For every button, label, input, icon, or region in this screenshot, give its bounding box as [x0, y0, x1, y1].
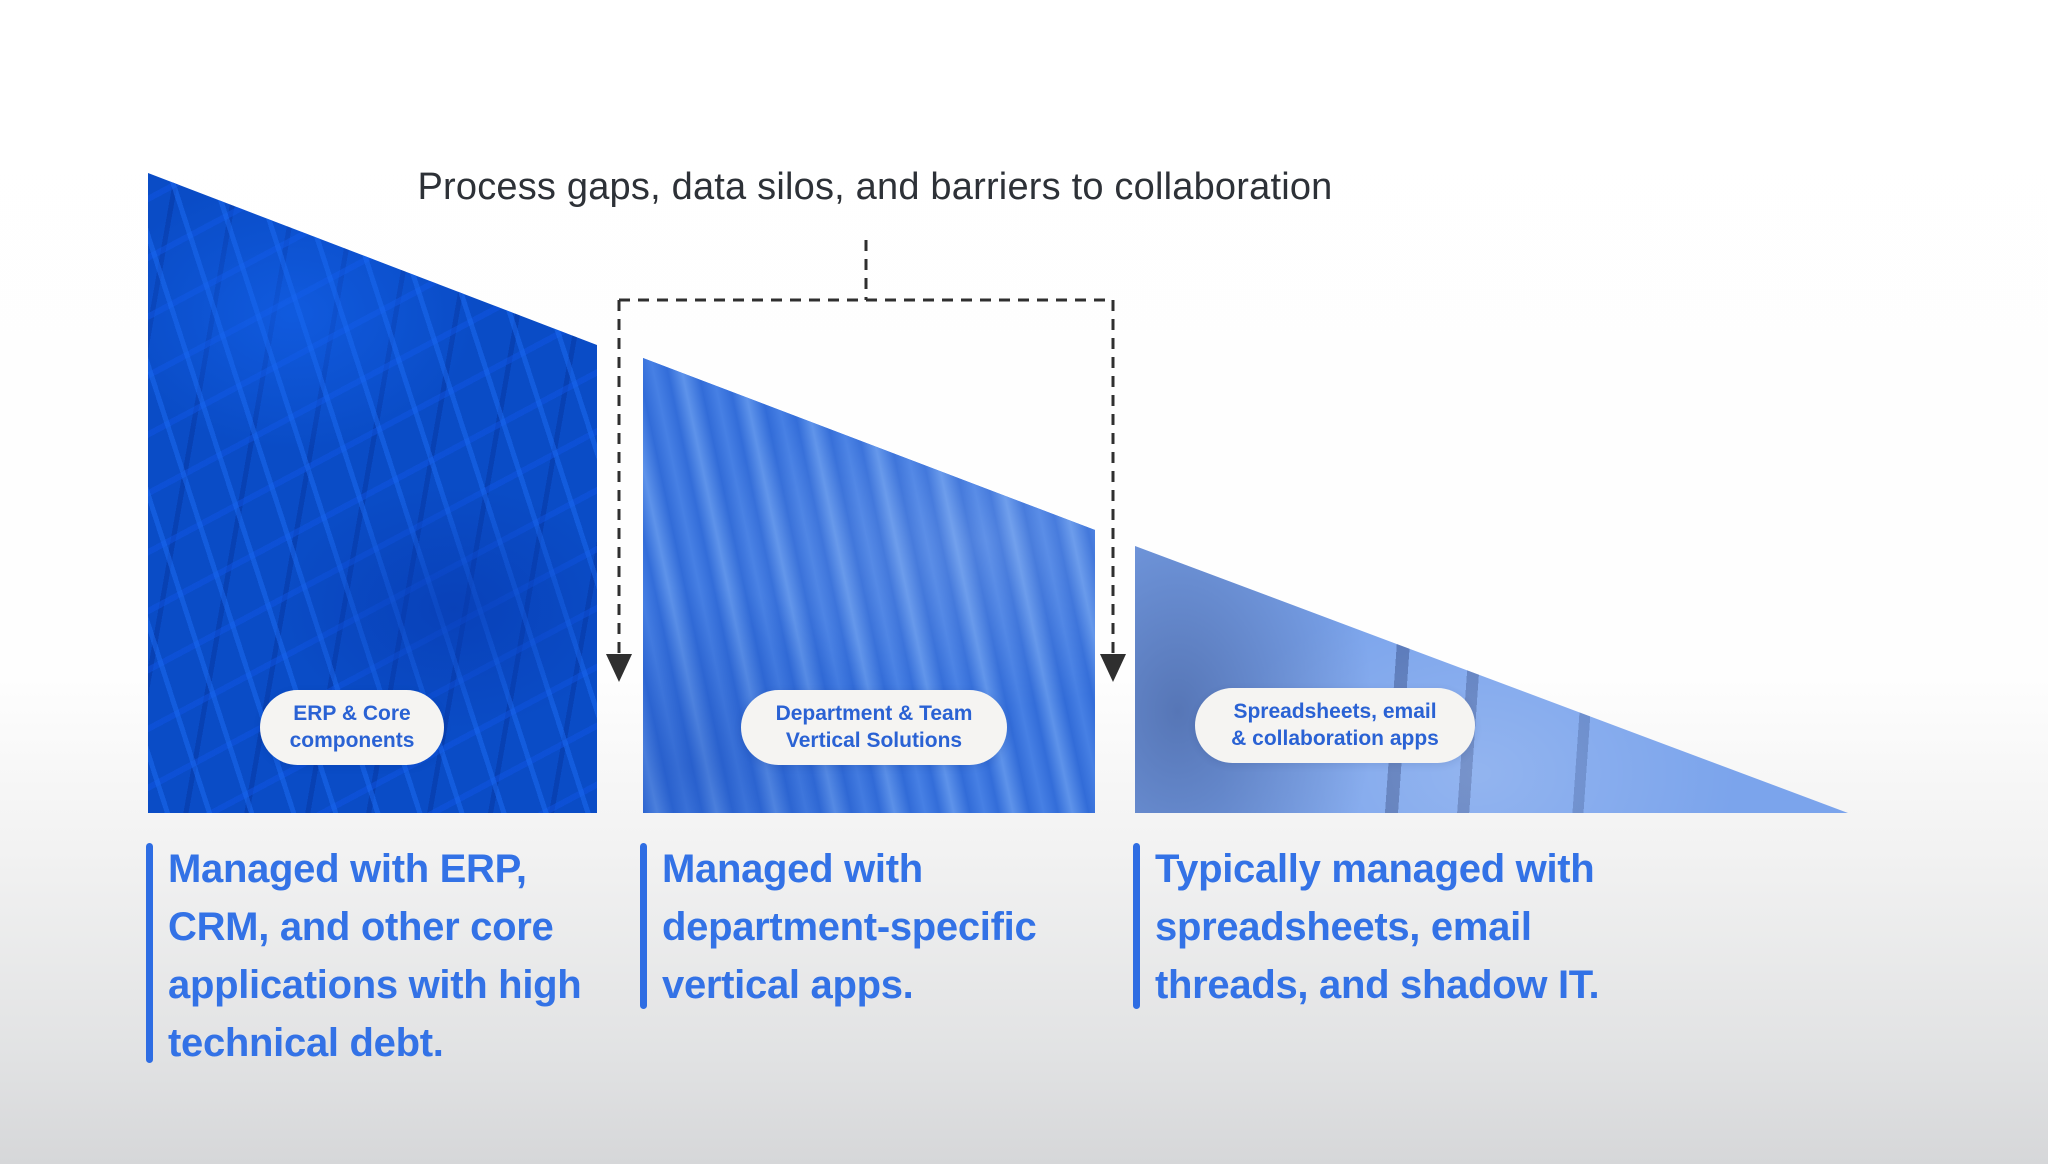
down-arrow-icon: [1100, 654, 1126, 682]
pill-label-line: components: [289, 729, 415, 752]
description-line: spreadsheets, email: [1155, 905, 1532, 949]
tier3-accent-bar: [1133, 843, 1140, 1009]
pill-label-line: Department & Team: [775, 702, 973, 725]
description-line: technical debt.: [168, 1021, 444, 1065]
down-arrow-icon: [606, 654, 632, 682]
diagram-title: Process gaps, data silos, and barriers t…: [417, 166, 1333, 208]
pill-label-line: ERP & Core: [293, 702, 411, 725]
tier2-accent-bar: [640, 843, 647, 1009]
pill-label-line: Spreadsheets, email: [1233, 700, 1437, 723]
tier2-label-pill: Department & Team Vertical Solutions: [741, 690, 1007, 765]
tier2-description: Managed with department-specific vertica…: [662, 840, 1037, 1014]
tier1-accent-bar: [146, 843, 153, 1063]
tier3-label-pill: Spreadsheets, email & collaboration apps: [1195, 688, 1475, 763]
description-line: Managed with ERP,: [168, 847, 527, 891]
description-line: threads, and shadow IT.: [1155, 963, 1600, 1007]
description-line: department-specific: [662, 905, 1037, 949]
tier3-description: Typically managed with spreadsheets, ema…: [1155, 840, 1600, 1014]
tier1-description: Managed with ERP, CRM, and other core ap…: [168, 840, 582, 1072]
description-line: CRM, and other core: [168, 905, 554, 949]
description-line: vertical apps.: [662, 963, 914, 1007]
pill-label-line: & collaboration apps: [1231, 727, 1439, 750]
description-line: applications with high: [168, 963, 582, 1007]
tier1-label-pill: ERP & Core components: [260, 690, 444, 765]
description-line: Managed with: [662, 847, 923, 891]
description-line: Typically managed with: [1155, 847, 1595, 891]
pill-label-line: Vertical Solutions: [785, 729, 963, 752]
